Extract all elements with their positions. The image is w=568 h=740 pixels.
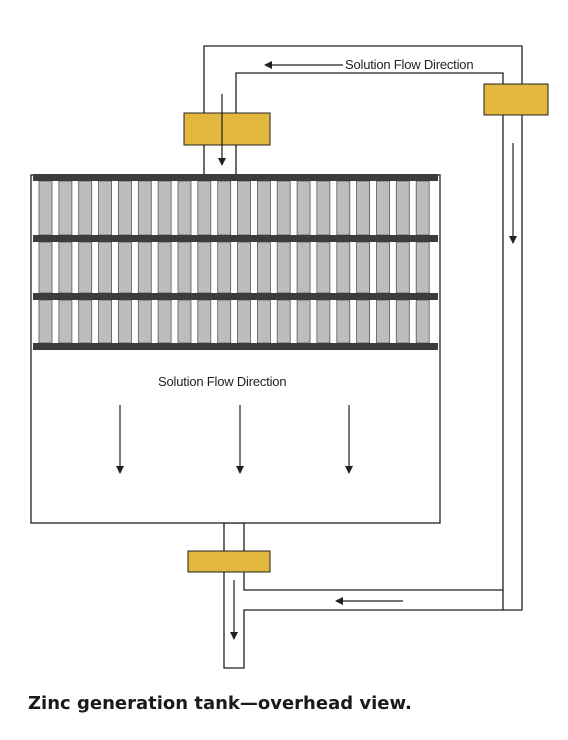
electrode-plate — [197, 299, 212, 344]
figure-caption: Zinc generation tank—overhead view. — [28, 693, 412, 714]
electrode-plate — [356, 241, 371, 294]
electrode-plate — [157, 299, 172, 344]
electrode-plate — [98, 241, 112, 294]
electrode-plate — [336, 180, 351, 236]
electrode-plate — [296, 299, 311, 344]
electrode-plate — [336, 241, 351, 294]
electrode-plate — [237, 299, 251, 344]
electrode-plate — [118, 241, 132, 294]
electrode-plate — [316, 180, 331, 236]
electrode-plate — [58, 180, 73, 236]
electrode-plate — [177, 180, 192, 236]
electrode-plate — [256, 299, 271, 344]
electrode-plate — [395, 241, 410, 294]
bus-bar — [33, 235, 438, 242]
electrode-plate — [217, 241, 232, 294]
electrode-plate — [415, 299, 430, 344]
electrode-plate — [415, 180, 430, 236]
electrode-plate — [395, 299, 410, 344]
electrode-plate — [177, 241, 192, 294]
electrode-plate — [276, 299, 291, 344]
electrode-plate — [395, 180, 410, 236]
inlet-filter-box — [183, 112, 271, 146]
electrode-plate — [98, 180, 112, 236]
electrode-plate — [38, 299, 53, 344]
electrode-plate — [217, 299, 232, 344]
electrode-plate — [157, 241, 172, 294]
flow-arrows — [116, 61, 517, 640]
electrode-plate — [237, 241, 251, 294]
outlet-filter-box — [187, 550, 271, 573]
electrode-plate — [376, 299, 390, 344]
electrode-rack — [33, 174, 438, 350]
bus-bar — [33, 174, 438, 181]
electrode-plate — [78, 241, 93, 294]
electrode-plate — [137, 241, 152, 294]
electrode-plate — [336, 299, 351, 344]
electrode-plate — [58, 241, 73, 294]
bus-bar — [33, 343, 438, 350]
electrode-plate — [316, 299, 331, 344]
electrode-plate — [177, 299, 192, 344]
electrode-plate — [118, 299, 132, 344]
top-return-pipe — [203, 45, 523, 611]
electrode-plate — [276, 241, 291, 294]
electrode-plate — [376, 180, 390, 236]
top-flow-label: Solution Flow Direction — [345, 57, 473, 72]
bus-bar — [33, 293, 438, 300]
electrode-plate — [356, 180, 371, 236]
electrode-plate — [256, 180, 271, 236]
electrode-plate — [58, 299, 73, 344]
electrode-plate — [376, 241, 390, 294]
electrode-plate — [316, 241, 331, 294]
electrode-plate — [237, 180, 251, 236]
electrode-plate — [38, 180, 53, 236]
electrode-plate — [197, 241, 212, 294]
electrode-plate — [276, 180, 291, 236]
electrode-plate — [118, 180, 132, 236]
electrode-plate — [217, 180, 232, 236]
electrode-plate — [356, 299, 371, 344]
electrode-plate — [256, 241, 271, 294]
electrode-plate — [137, 299, 152, 344]
electrode-plate — [296, 241, 311, 294]
electrode-plate — [157, 180, 172, 236]
electrode-plate — [137, 180, 152, 236]
electrode-plate — [38, 241, 53, 294]
electrode-plate — [197, 180, 212, 236]
return-filter-box — [483, 83, 549, 116]
electrode-plate — [78, 299, 93, 344]
electrode-plate — [98, 299, 112, 344]
bottom-outlet-pipe — [223, 522, 503, 669]
electrode-plate — [78, 180, 93, 236]
electrode-plate — [296, 180, 311, 236]
electrode-plate — [415, 241, 430, 294]
tank-flow-label: Solution Flow Direction — [158, 374, 286, 389]
